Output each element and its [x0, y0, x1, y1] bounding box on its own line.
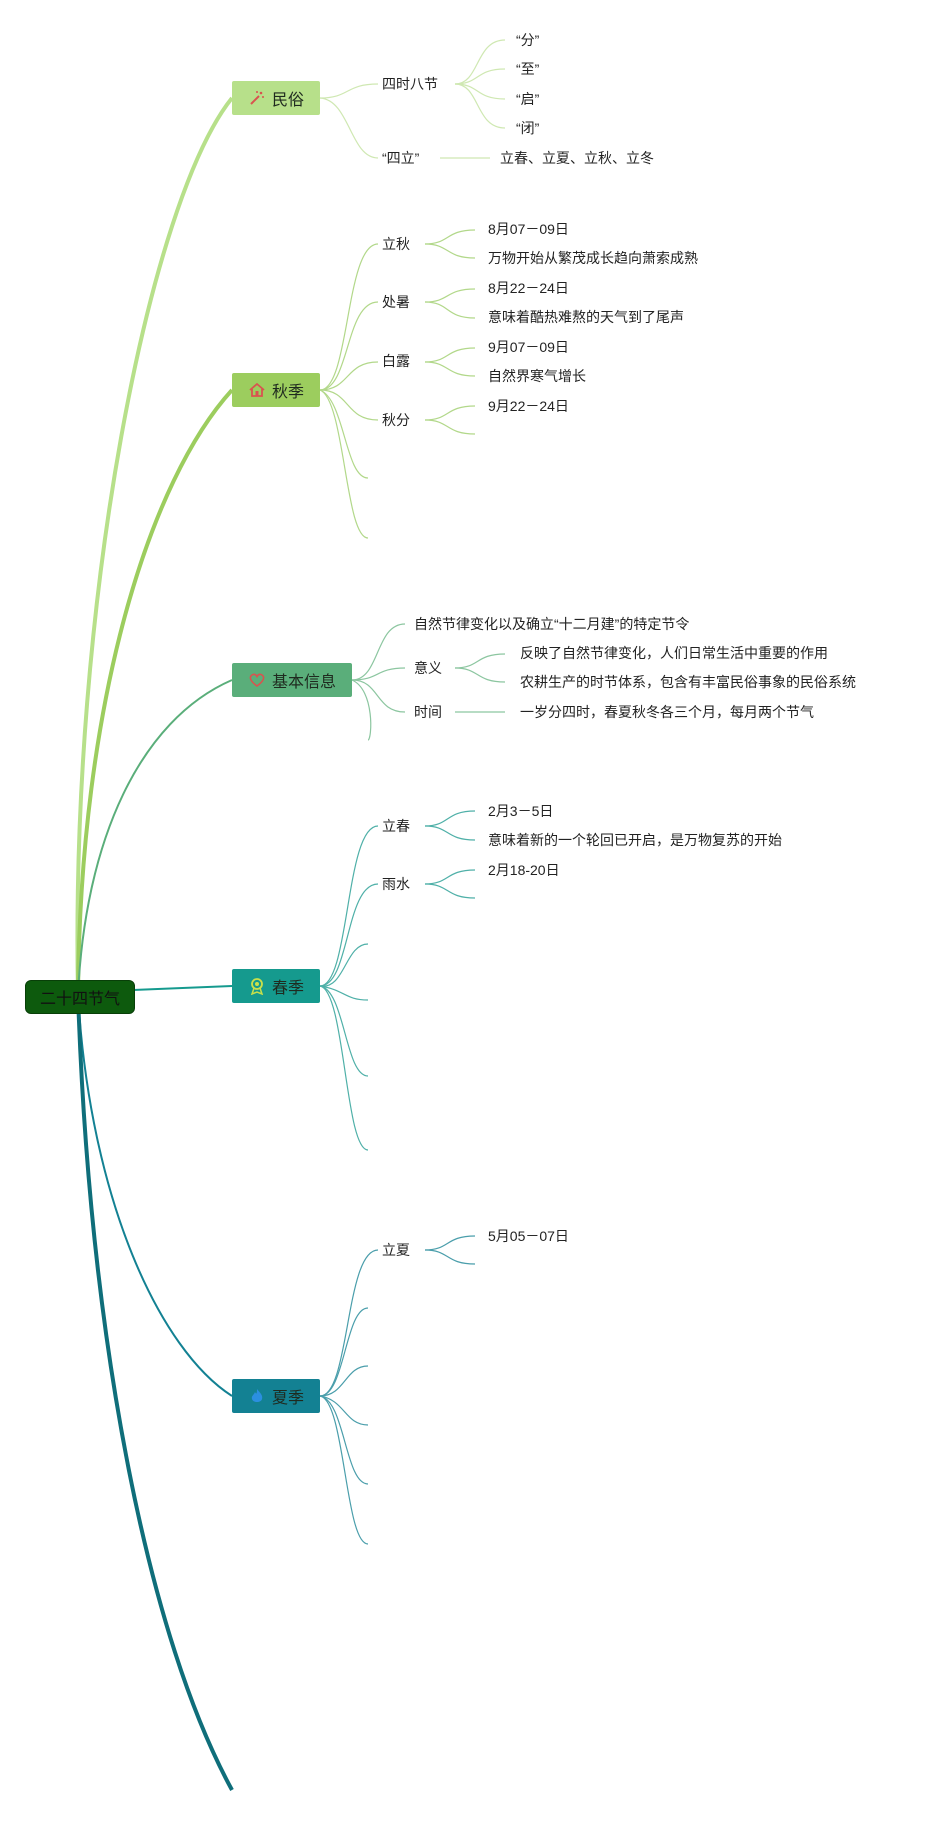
branch-chun[interactable]: 春季 [232, 969, 320, 1003]
minsu-fen[interactable]: “分” [516, 32, 540, 48]
minsu-sili[interactable]: “四立” [382, 150, 420, 166]
branch-xia-label: 夏季 [271, 1390, 304, 1407]
minsu-bi[interactable]: “闭” [516, 120, 540, 136]
root-node[interactable]: 二十四节气 [25, 980, 135, 1014]
qiu-qiufen[interactable]: 秋分 [382, 412, 410, 428]
jiben-def[interactable]: 自然节律变化以及确立“十二月建”的特定节令 [414, 616, 690, 632]
branch-minsu[interactable]: 民俗 [232, 81, 320, 115]
qiu-liqiu-desc[interactable]: 万物开始从繁茂成长趋向萧索成熟 [488, 250, 698, 266]
minsu-qi[interactable]: “启” [516, 91, 540, 107]
jiben-yiyi[interactable]: 意义 [414, 660, 442, 676]
qiu-liqiu-date[interactable]: 8月07－09日 [488, 221, 569, 237]
jiben-yiyi-1[interactable]: 反映了自然节律变化，人们日常生活中重要的作用 [520, 645, 828, 661]
branch-qiu-label: 秋季 [271, 384, 304, 401]
branch-minsu-label: 民俗 [271, 92, 304, 109]
branch-jiben[interactable]: 基本信息 [232, 663, 352, 697]
qiu-chushu-desc[interactable]: 意味着酷热难熬的天气到了尾声 [488, 309, 684, 325]
chun-yushui-date[interactable]: 2月18-20日 [488, 862, 560, 878]
branch-qiu[interactable]: 秋季 [232, 373, 320, 407]
jiben-yiyi-2[interactable]: 农耕生产的时节体系，包含有丰富民俗事象的民俗系统 [520, 674, 856, 690]
xia-lixia[interactable]: 立夏 [382, 1242, 410, 1258]
root-label: 二十四节气 [39, 991, 120, 1008]
qiu-chushu[interactable]: 处暑 [382, 294, 410, 310]
qiu-bailu-date[interactable]: 9月07－09日 [488, 339, 569, 355]
badge-icon [250, 978, 264, 995]
magic-wand-icon [250, 91, 264, 105]
xia-lixia-date[interactable]: 5月05－07日 [488, 1228, 569, 1244]
qiu-liqiu[interactable]: 立秋 [382, 236, 410, 252]
chun-lichun[interactable]: 立春 [382, 818, 410, 834]
branch-xia[interactable]: 夏季 [232, 1379, 320, 1413]
branch-jiben-label: 基本信息 [271, 674, 336, 691]
branch-chun-label: 春季 [271, 980, 304, 997]
minsu-sishi[interactable]: 四时八节 [382, 76, 438, 92]
jiben-shijian-desc[interactable]: 一岁分四时，春夏秋冬各三个月，每月两个节气 [520, 704, 814, 720]
chun-lichun-date[interactable]: 2月3－5日 [488, 803, 554, 819]
chun-yushui[interactable]: 雨水 [382, 876, 410, 892]
minsu-zhi[interactable]: “至” [516, 61, 540, 77]
qiu-chushu-date[interactable]: 8月22－24日 [488, 280, 569, 296]
jiben-shijian[interactable]: 时间 [414, 704, 442, 720]
qiu-bailu[interactable]: 白露 [382, 353, 410, 369]
house-icon [249, 382, 265, 397]
qiu-qiufen-date[interactable]: 9月22－24日 [488, 398, 569, 414]
minsu-sili-detail[interactable]: 立春、立夏、立秋、立冬 [500, 150, 654, 166]
heart-icon [249, 673, 265, 687]
qiu-bailu-desc[interactable]: 自然界寒气增长 [488, 368, 586, 384]
chun-lichun-desc[interactable]: 意味着新的一个轮回已开启，是万物复苏的开始 [488, 832, 782, 848]
flame-icon [251, 1389, 263, 1402]
